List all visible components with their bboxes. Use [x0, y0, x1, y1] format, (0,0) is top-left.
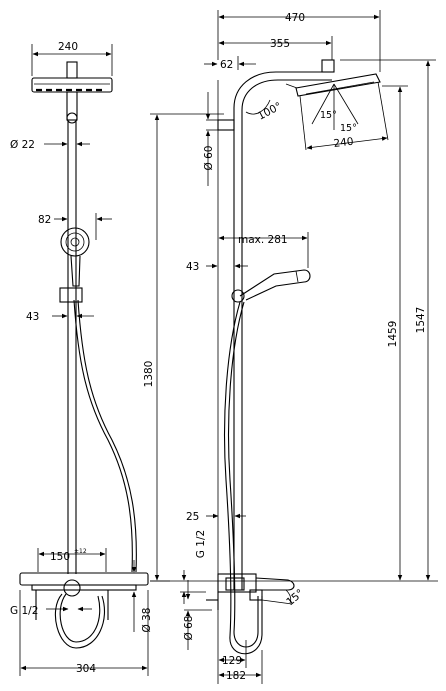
arm-angle-arc [245, 99, 271, 115]
dim-column-height: 1380 [143, 361, 155, 388]
side-mixer [206, 573, 295, 610]
dim-front-hose-offset: 43 [26, 311, 39, 323]
dim-tilt-right: 15° [340, 123, 357, 134]
front-overhead-shower [31, 61, 113, 124]
side-overhead-shower [285, 59, 389, 151]
dim-front-pipe-diameter: Ø 22 [10, 139, 35, 151]
dim-front-handshower-offset: 82 [38, 214, 51, 226]
front-hand-shower [60, 227, 90, 287]
dim-handshower-reach: max. 281 [238, 234, 288, 246]
dim-spout-total: 182 [226, 670, 246, 682]
side-riser-front [233, 71, 332, 590]
dim-mixer-offset: 25 [186, 511, 199, 523]
dim-tilt-left: 15° [320, 110, 337, 121]
dim-side-thread: G 1/2 [195, 530, 207, 558]
side-view: 470 355 62 100° 15° 15° 240 Ø 60 [150, 10, 438, 684]
front-hose [73, 299, 133, 573]
side-dimensions: 470 355 62 100° 15° 15° 240 Ø 60 [150, 10, 438, 684]
front-dimensions: 240 Ø 22 82 43 1380 150 ±12 [10, 41, 224, 676]
dim-front-thread: G 1/2 [10, 605, 38, 617]
front-thermostat-mixer [19, 572, 149, 649]
dim-overall-height: 1547 [415, 307, 427, 334]
dim-riser-offset: 43 [186, 261, 199, 273]
side-wall-bracket [217, 119, 235, 131]
dim-mixer-centers-tol: ±12 [74, 548, 87, 555]
dim-arm-reach: 355 [270, 38, 290, 50]
dim-mixer-centers: 150 [50, 551, 70, 563]
dim-head-height: 1459 [387, 321, 399, 348]
side-riser-back [241, 79, 332, 590]
side-hand-shower [231, 269, 311, 303]
dim-wall-offset: 62 [220, 59, 233, 71]
front-slider [59, 287, 83, 303]
dim-overall-width: 304 [76, 663, 96, 675]
dim-total-reach: 470 [285, 12, 305, 24]
dim-arm-angle: 100° [256, 100, 284, 122]
dim-inlet-diameter: Ø 68 [183, 616, 195, 641]
dim-side-head-width: 240 [333, 136, 354, 150]
dim-wall-bracket-diameter: Ø 60 [203, 146, 215, 171]
dim-mixer-diameter: Ø 38 [141, 608, 153, 633]
dim-front-head-width: 240 [58, 41, 78, 53]
front-view: 240 Ø 22 82 43 1380 150 ±12 [10, 41, 224, 676]
dim-spout-depth: 129 [222, 655, 242, 667]
side-hose [224, 301, 263, 655]
